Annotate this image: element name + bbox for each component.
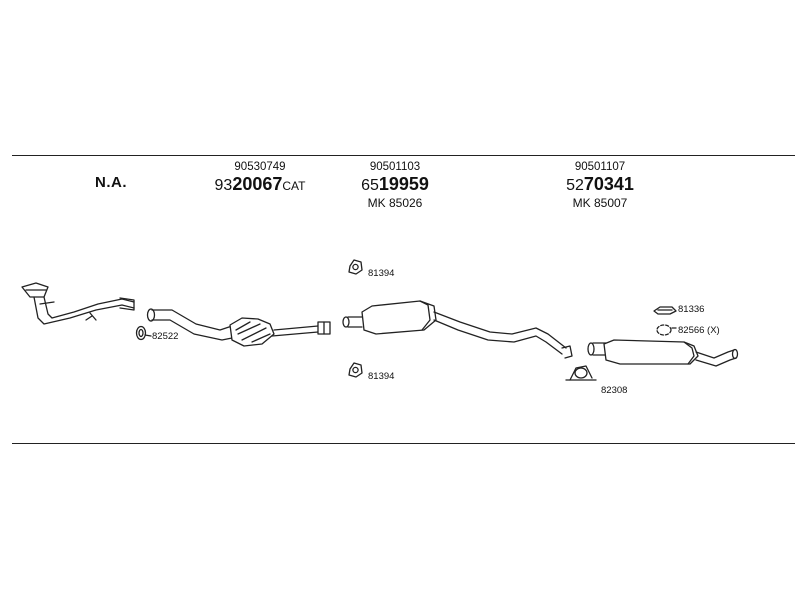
bottom-divider	[12, 443, 795, 444]
part-code-prefix: 65	[361, 177, 379, 194]
part-code-main: 19959	[378, 174, 429, 194]
part-code-prefix: 52	[566, 177, 584, 194]
part-column-middle: 90501103 6519959 MK 85026	[340, 160, 450, 211]
part-code: 6519959	[340, 174, 450, 196]
part-column-rear: 90501107 5270341 MK 85007	[545, 160, 655, 211]
mk-code: MK 85007	[572, 196, 628, 210]
label-clamp-x: 82566 (X)	[678, 325, 720, 336]
rear-silencer	[587, 339, 739, 367]
front-downpipe	[21, 282, 135, 325]
label-gasket-front: 82522	[152, 331, 179, 342]
catalytic-converter	[146, 308, 331, 347]
part-column-front: 90530749 9320067CAT	[205, 160, 315, 196]
part-number: 90530749	[234, 161, 286, 173]
part-code: 5270341	[545, 174, 655, 196]
rubber-ring	[653, 306, 677, 315]
part-code-prefix: 93	[214, 177, 233, 194]
part-number: 90501107	[574, 161, 626, 173]
hanger-top	[348, 259, 363, 275]
hanger-bottom	[348, 362, 363, 378]
front-gasket	[135, 325, 152, 341]
top-divider	[12, 155, 795, 156]
mk-code: MK 85026	[367, 196, 423, 210]
label-hanger-top: 81394	[368, 268, 395, 279]
label-hanger-bottom: 81394	[368, 371, 395, 382]
rear-clamp	[565, 365, 597, 381]
na-label: N.A.	[95, 174, 127, 191]
part-code-main: 70341	[583, 174, 634, 194]
clamp-x	[656, 324, 677, 336]
part-code-suffix: CAT	[282, 179, 306, 193]
part-code: 9320067CAT	[205, 174, 315, 196]
label-clamp-rear: 82308	[601, 385, 628, 396]
middle-silencer	[342, 300, 573, 359]
part-number: 90501103	[369, 161, 421, 173]
part-code-main: 20067	[232, 174, 283, 194]
label-rubber-ring: 81336	[678, 304, 705, 315]
